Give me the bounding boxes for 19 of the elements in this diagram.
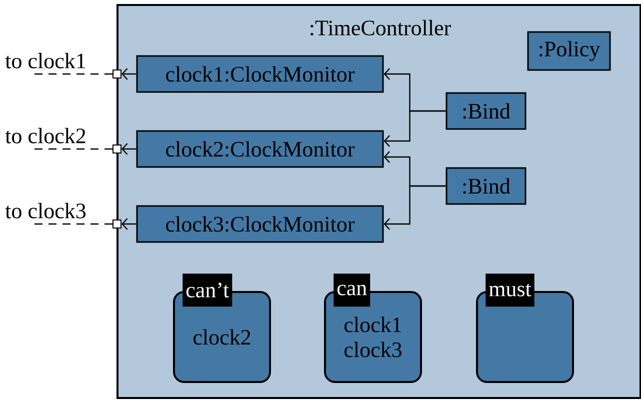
connector (384, 110, 446, 147)
edge-label: to clock2 (5, 128, 86, 144)
tag-label: must (486, 274, 534, 307)
connector (384, 185, 446, 230)
port-square (112, 144, 122, 154)
port-square (112, 70, 122, 78)
connector (122, 218, 136, 230)
edge-label: to clock1 (5, 52, 86, 68)
part-box: clock1:ClockMonitor (136, 55, 384, 93)
part-box: :Bind (446, 92, 526, 130)
connector (122, 68, 136, 80)
part-box: :Policy (527, 31, 611, 71)
port-square (112, 220, 122, 228)
part-box: clock2:ClockMonitor (136, 130, 384, 168)
part-box: clock3:ClockMonitor (136, 205, 384, 243)
part-box: :Bind (446, 167, 526, 205)
connector (122, 143, 136, 155)
edge-label: to clock3 (5, 202, 86, 218)
component-title: :TimeController (310, 20, 451, 36)
